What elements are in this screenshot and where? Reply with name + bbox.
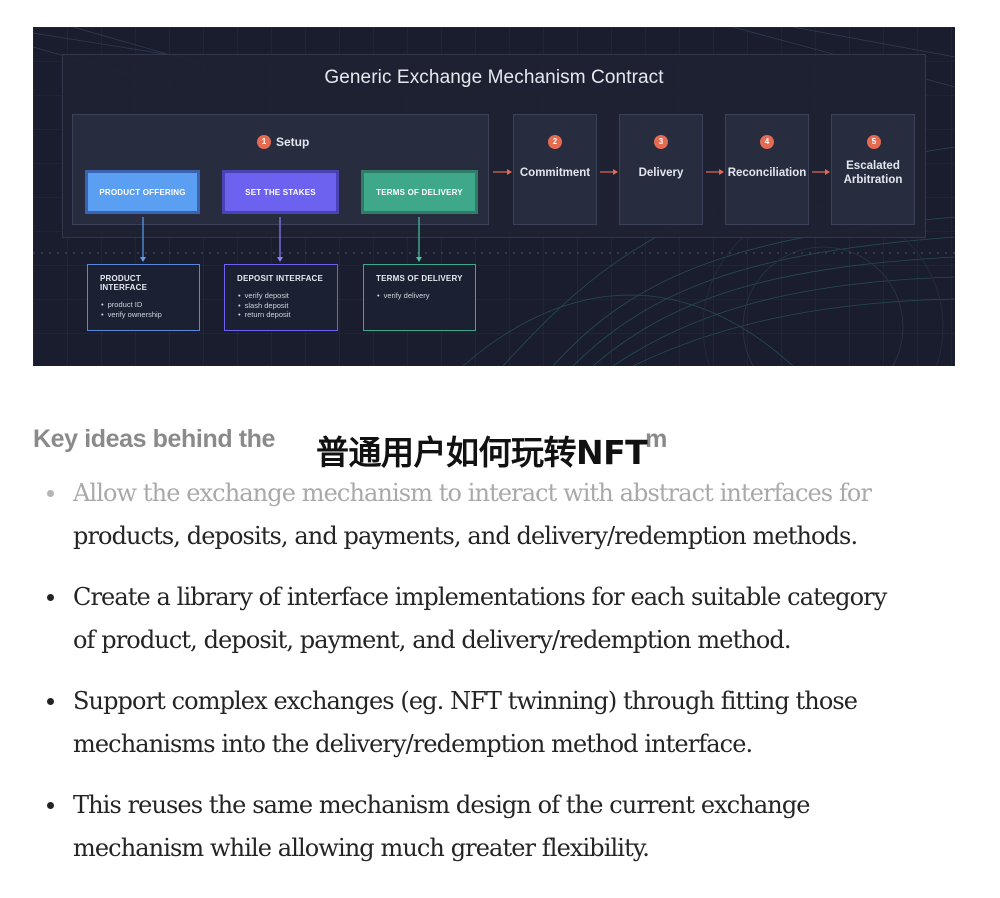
terms-of-delivery-title: TERMS OF DELIVERY — [376, 274, 463, 283]
list-item: This reuses the same mechanism design of… — [47, 784, 953, 870]
list-item-line: products, deposits, and payments, and de… — [73, 522, 858, 550]
overlay-banner-text: 普通用户如何玩转NFT — [316, 433, 648, 472]
deposit-interface-title: DEPOSIT INTERFACE — [237, 274, 324, 283]
list-item-line: of product, deposit, payment, and delive… — [73, 626, 792, 654]
key-ideas-list: Allow the exchange mechanism to interact… — [47, 472, 953, 888]
arbitration-stage — [831, 114, 915, 225]
list-item-line: mechanisms into the delivery/redemption … — [73, 730, 753, 758]
list-item-line: Support complex exchanges (eg. NFT twinn… — [73, 687, 858, 715]
delivery-step-badge: 3 — [654, 135, 668, 149]
exchange-mechanism-diagram: Generic Exchange Mechanism Contract 1 Se… — [33, 27, 955, 366]
deposit-interface-item: return deposit — [237, 310, 325, 320]
list-item-line: This reuses the same mechanism design of… — [73, 791, 810, 819]
product-offering-box: PRODUCT OFFERING — [85, 170, 200, 214]
commitment-step-badge: 2 — [548, 135, 562, 149]
reconciliation-stage — [725, 114, 809, 225]
setup-label: Setup — [276, 135, 310, 149]
commitment-stage — [513, 114, 597, 225]
reconciliation-step-badge: 4 — [760, 135, 774, 149]
delivery-label: Delivery — [638, 167, 684, 179]
product-interface-title: PRODUCT INTERFACE — [100, 274, 148, 292]
product-interface-card: PRODUCT INTERFACE product ID verify owne… — [87, 264, 200, 331]
section-heading-left: Key ideas behind the — [33, 425, 276, 453]
flow-arrows — [140, 169, 830, 262]
list-item-line: Allow the exchange mechanism to interact… — [73, 479, 872, 507]
list-item-line: Create a library of interface implementa… — [73, 583, 887, 611]
set-the-stakes-box: SET THE STAKES — [222, 170, 339, 214]
list-item: Allow the exchange mechanism to interact… — [47, 472, 953, 558]
setup-step-badge: 1 — [257, 135, 271, 149]
terms-of-delivery-box: TERMS OF DELIVERY — [361, 170, 478, 214]
commitment-label: Commitment — [519, 167, 591, 179]
deposit-interface-item: slash deposit — [237, 301, 325, 311]
deposit-interface-card: DEPOSIT INTERFACE verify deposit slash d… — [224, 264, 338, 331]
terms-of-delivery-card: TERMS OF DELIVERY verify delivery — [363, 264, 476, 331]
arbitration-label-line1: Escalated — [846, 160, 900, 172]
product-interface-item: verify ownership — [100, 310, 187, 320]
diagram-title: Generic Exchange Mechanism Contract — [324, 67, 664, 88]
section-heading: Key ideas behind the m — [33, 425, 667, 454]
section-heading-right: m — [645, 425, 667, 453]
arbitration-label: Escalated Arbitration — [831, 159, 915, 187]
delivery-stage — [619, 114, 703, 225]
reconciliation-label: Reconciliation — [727, 167, 807, 179]
arbitration-label-line2: Arbitration — [843, 174, 903, 186]
list-item-line: mechanism while allowing much greater fl… — [73, 834, 650, 862]
terms-of-delivery-item: verify delivery — [376, 291, 463, 301]
product-interface-item: product ID — [100, 300, 187, 310]
list-item: Create a library of interface implementa… — [47, 576, 953, 662]
deposit-interface-item: verify deposit — [237, 291, 325, 301]
list-item: Support complex exchanges (eg. NFT twinn… — [47, 680, 953, 766]
arbitration-step-badge: 5 — [867, 135, 881, 149]
